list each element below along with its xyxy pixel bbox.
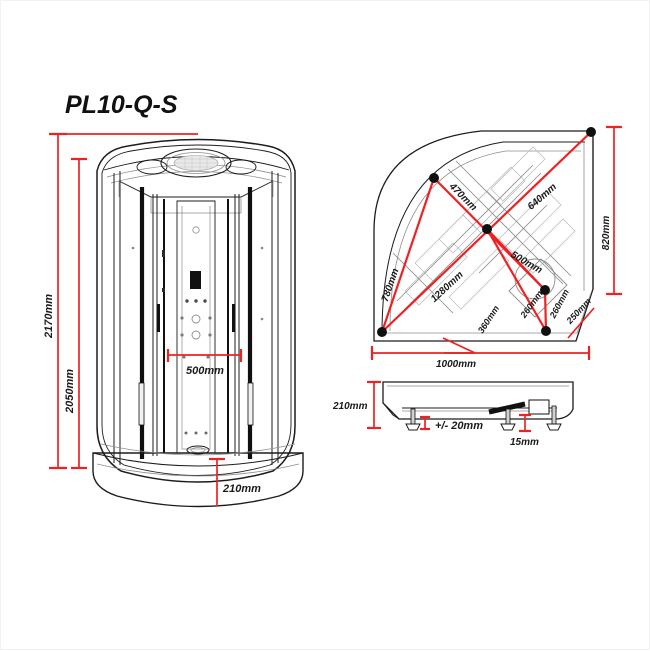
dimension-overall-width: 1000mm: [370, 337, 591, 370]
dimension-tray-height: 210mm: [209, 457, 261, 506]
dimension-label-cabin-height: 2050mm: [64, 369, 76, 414]
dimension-label-waste-height: 15mm: [510, 437, 539, 448]
dimension-waste-height: 15mm: [510, 413, 539, 448]
dimension-label-tray-section-height: 210mm: [332, 401, 368, 412]
dimension-label-diag-upper-left: 470mm: [446, 180, 479, 213]
dimension-label-overall-width: 1000mm: [436, 359, 476, 370]
dimension-label-door-opening: 500mm: [186, 365, 224, 377]
dimension-label-diag-lower-left: 360mm: [476, 304, 501, 335]
dimension-label-overall-height: 2170mm: [43, 294, 55, 339]
dimension-door-opening: 500mm: [166, 349, 243, 377]
dimension-label-diag-upper-right: 640mm: [526, 182, 559, 213]
adjustable-feet: [405, 405, 562, 431]
dimension-cabin-height: 2050mm: [64, 157, 87, 470]
dimension-label-rear-edge: 250mm: [564, 296, 593, 326]
dimension-foot-adjustment: +/- 20mm: [420, 415, 483, 432]
dimension-label-diag-main: 1280mm: [429, 269, 466, 304]
tray-section-view: 210mm +/- 20mm 15mm: [332, 380, 574, 448]
dimension-label-foot-adjustment: +/- 20mm: [435, 420, 483, 432]
plan-top-view: 470mm 640mm 780mm 1280mm 500mm 360mm 260…: [370, 125, 622, 370]
front-elevation-view: 2170mm 2050mm 500mm 210mm: [43, 132, 304, 508]
dimension-tray-section-height: 210mm: [332, 380, 381, 430]
page-title: PL10-Q-S: [65, 91, 178, 119]
dimension-label-overall-depth: 820mm: [601, 216, 612, 251]
dimension-label-tray-height: 210mm: [222, 483, 261, 495]
dimension-overall-height: 2170mm: [43, 132, 198, 470]
dimension-overall-depth: 820mm: [601, 125, 622, 296]
